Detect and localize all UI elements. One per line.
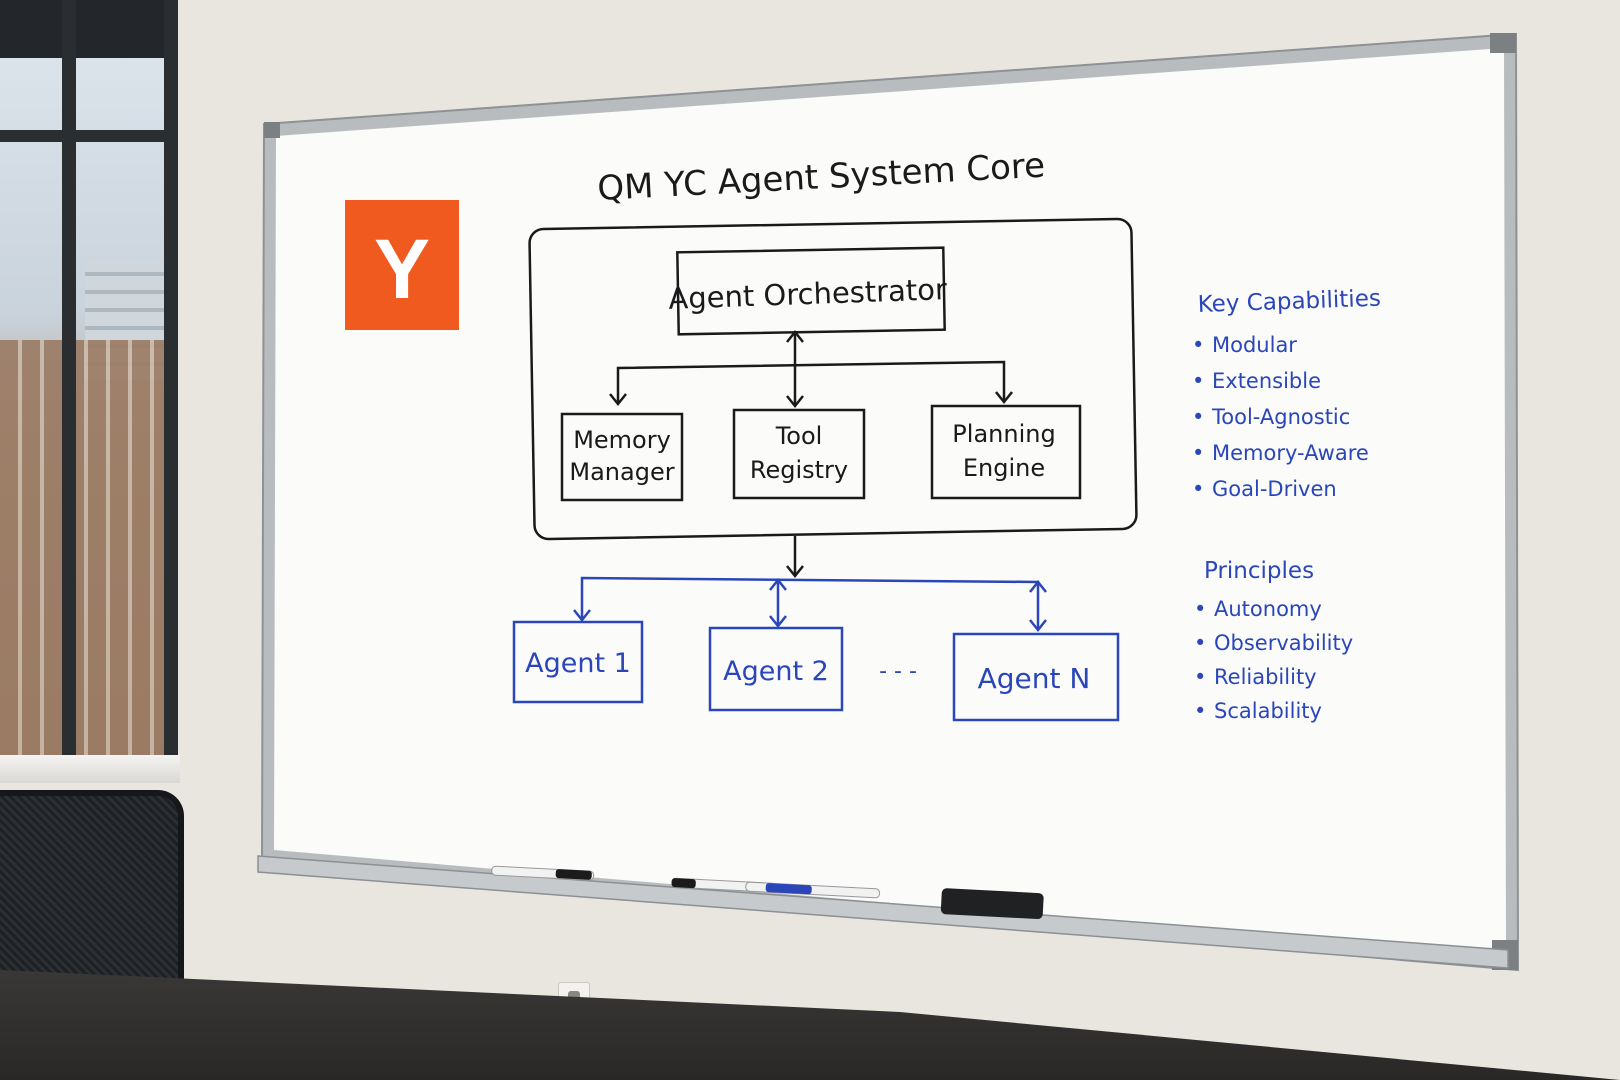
- capability-bullet: •: [1192, 405, 1204, 429]
- yc-logo-square: [345, 200, 459, 330]
- principle-item: Scalability: [1214, 699, 1322, 723]
- frame-corner: [1490, 33, 1516, 53]
- whiteboard-surface: [274, 48, 1506, 956]
- principle-item: Reliability: [1214, 665, 1317, 689]
- module-box-memory-manager: [560, 412, 684, 502]
- brick-building: [0, 340, 178, 760]
- module-box-planning-engine: [930, 404, 1082, 500]
- capability-item: Tool-Agnostic: [1211, 405, 1350, 429]
- capability-item: Modular: [1212, 333, 1297, 357]
- capability-item: Memory-Aware: [1212, 441, 1369, 465]
- window-frame-top: [0, 0, 178, 58]
- capability-bullet: •: [1192, 369, 1204, 393]
- marker-cap: [555, 869, 592, 880]
- yc-logo-letter: Y: [374, 222, 430, 316]
- agent-connectors: [573, 576, 1047, 633]
- module-memory-line1: Memory: [573, 426, 671, 454]
- module-box-tool-registry: [732, 408, 866, 500]
- orchestrator-box: [676, 246, 946, 336]
- module-tool-line2: Registry: [750, 456, 848, 484]
- principles-heading: Principles: [1204, 558, 1314, 584]
- principles-list: • Autonomy • Observability • Reliability…: [1194, 597, 1353, 723]
- principle-bullet: •: [1194, 631, 1206, 655]
- frame-corner: [264, 122, 280, 138]
- core-container: [528, 217, 1138, 541]
- capability-bullet: •: [1192, 477, 1204, 501]
- agent-label-2: Agent 2: [723, 656, 829, 687]
- window-sill: [0, 755, 180, 783]
- agent-label-1: Agent 1: [525, 648, 631, 679]
- agent-box-2: [708, 626, 844, 712]
- window-mullion: [164, 0, 178, 780]
- core-down-connector: [786, 536, 804, 579]
- capability-item: Goal-Driven: [1212, 477, 1337, 501]
- agents-ellipsis: - - -: [879, 659, 917, 684]
- agent-box-n: [952, 632, 1120, 722]
- yc-logo: Y: [345, 200, 459, 330]
- orchestrator-connectors: [609, 329, 1013, 409]
- capability-item: Extensible: [1212, 369, 1321, 393]
- marker-cap: [765, 883, 812, 895]
- agent-label-n: Agent N: [978, 662, 1091, 695]
- marker-cap: [671, 878, 696, 889]
- window-transom: [0, 130, 178, 142]
- agent-box-1: [512, 620, 644, 704]
- module-tool-line1: Tool: [775, 422, 823, 450]
- markers: [491, 865, 1044, 920]
- module-planning-line1: Planning: [952, 420, 1055, 448]
- window-mullion: [62, 0, 76, 780]
- capabilities-heading: Key Capabilities: [1197, 286, 1381, 318]
- principle-bullet: •: [1194, 597, 1206, 621]
- capability-bullet: •: [1192, 333, 1204, 357]
- capability-bullet: •: [1192, 441, 1204, 465]
- principle-bullet: •: [1194, 665, 1206, 689]
- module-memory-line2: Manager: [569, 458, 674, 486]
- marker-tray: [257, 855, 1509, 969]
- office-window: [0, 0, 178, 780]
- principle-bullet: •: [1194, 699, 1206, 723]
- principle-item: Autonomy: [1214, 597, 1322, 621]
- capabilities-list: • Modular • Extensible • Tool-Agnostic •…: [1192, 333, 1369, 501]
- module-planning-line2: Engine: [963, 454, 1045, 482]
- eraser: [940, 888, 1044, 920]
- principle-item: Observability: [1214, 631, 1353, 655]
